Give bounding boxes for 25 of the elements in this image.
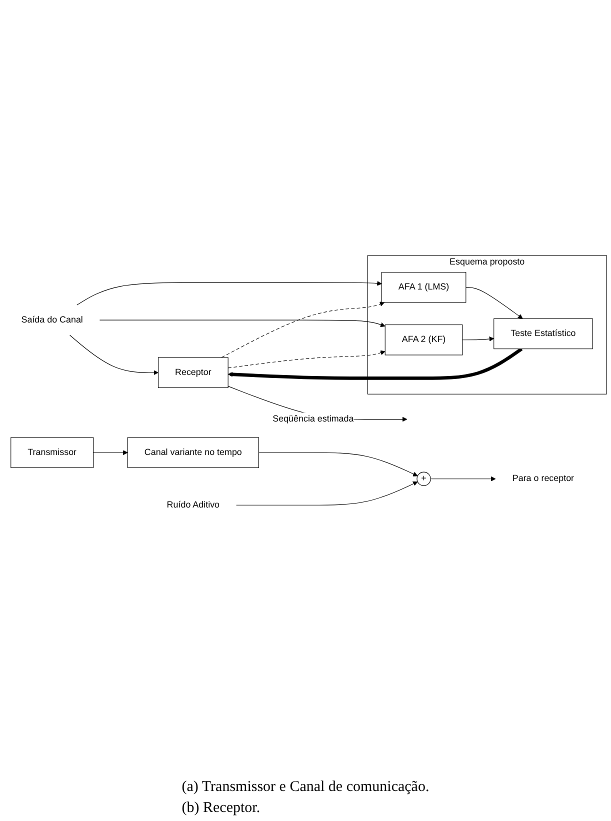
arrow [93,450,128,455]
node-box: Canal variante no tempo [127,436,259,468]
arrow [228,350,386,368]
node-box: Receptor [158,356,228,388]
node-box: Transmissor [10,436,94,468]
arrow [430,476,496,481]
arrow [221,301,385,358]
figure-caption: (a) Transmissor e Canal de comunicação. [182,779,430,796]
node-text: Para o receptor [512,473,574,483]
node-text: Saída do Canal [21,314,83,324]
edge-label: Seqüência estimada [272,414,354,424]
arrow [466,286,523,319]
arrow [70,334,158,375]
node-circle: + [416,471,431,486]
node-box: AFA 1 (LMS) [381,272,466,302]
node-box: AFA 2 (KF) [384,324,463,355]
arrow [258,452,418,476]
node-text: Ruído Aditivo [166,500,220,510]
figure-caption: (b) Receptor. [182,800,262,817]
arrow [228,347,523,380]
arrow [99,319,386,327]
node-box: Teste Estatístico [494,318,593,349]
arrow [76,280,382,305]
arrow [462,336,494,342]
arrow [236,481,418,506]
